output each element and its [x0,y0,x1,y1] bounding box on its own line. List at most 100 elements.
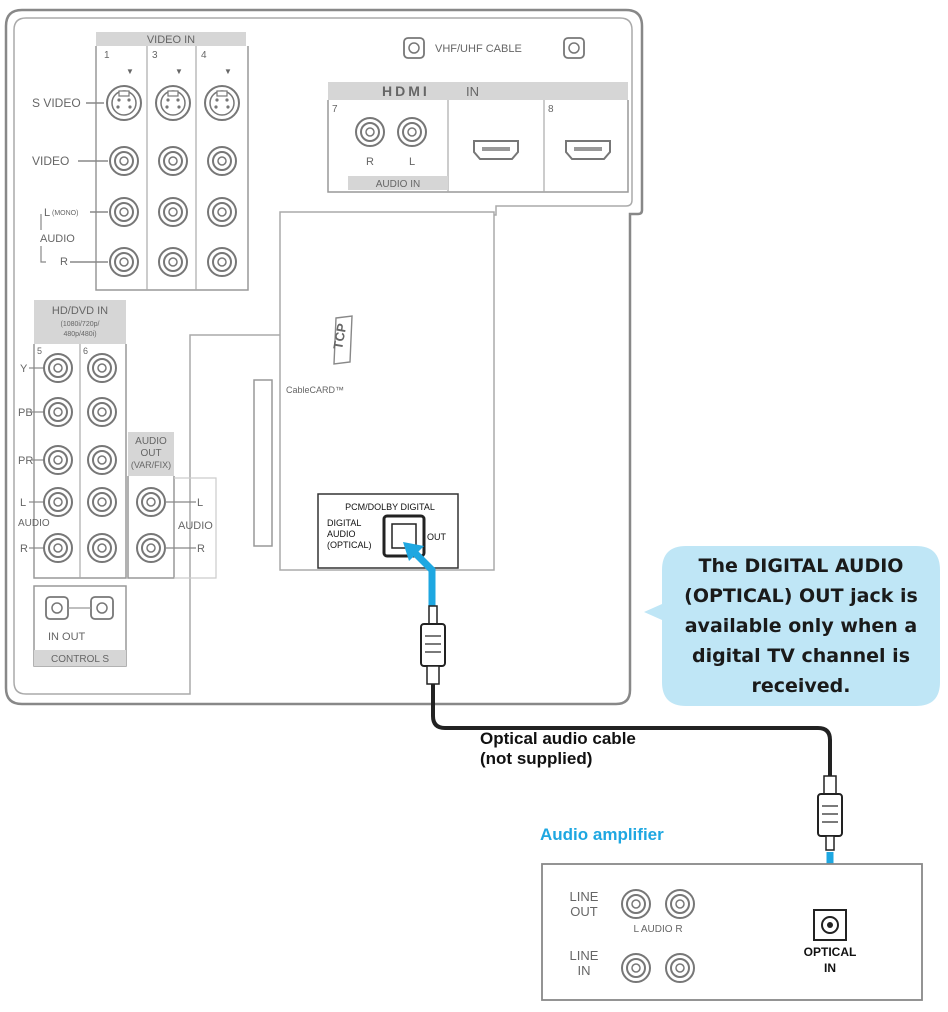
pb-jack-6[interactable] [87,397,117,427]
hdmi-audio-l: L [409,156,415,168]
note-line-1: The DIGITAL AUDIO [699,555,904,577]
optical-in-1: OPTICAL [804,945,857,959]
hdmi-audio-r-jack[interactable] [355,117,385,147]
audio-out-title-1: AUDIO [135,436,167,447]
optical-out-label: OUT [427,532,447,542]
cable-section: VHF/UHF CABLE [403,37,585,59]
hd-dvd-title: HD/DVD IN [52,305,108,317]
hd-audio-l-jack-5[interactable] [43,487,73,517]
optical-in-2: IN [824,961,836,975]
note-line-2: (OPTICAL) OUT jack is [684,585,918,607]
audio-r-label: R [60,256,68,268]
input-1-number: 1 [104,50,110,61]
control-s-in-out: IN OUT [48,631,86,643]
video-jack-1[interactable] [109,146,139,176]
audio-amplifier: LINE OUT L AUDIO R LINE IN OPTICAL IN [541,863,923,1001]
connect-arrow-tv [411,549,436,606]
hdmi-audio-l-jack[interactable] [397,117,427,147]
video-in-title: VIDEO IN [147,34,195,46]
audio-l-jack-3[interactable] [158,197,188,227]
hdmi-logo: HDMI [382,83,430,99]
audio-l-jack-1[interactable] [109,197,139,227]
hd-audio-l-jack-6[interactable] [87,487,117,517]
amplifier-title: Audio amplifier [540,825,664,844]
amp-line-out-l-jack[interactable] [621,889,651,919]
input-3-number: 3 [152,50,158,61]
y-label: Y [20,363,28,375]
hdmi-audio-in-label: AUDIO IN [376,179,420,190]
audio-out-audio-label: AUDIO [178,520,213,532]
video-jack-3[interactable] [158,146,188,176]
s-video-label: S VIDEO [32,96,81,110]
pr-jack-5[interactable] [43,445,73,475]
audio-out-title-3: (VAR/FIX) [131,460,171,470]
note-line-4: digital TV channel is [692,645,910,667]
video-in-section: VIDEO IN 1 3 4 ▼ ▼ ▼ S VIDEO VIDEO L (MO… [32,32,249,291]
input-4-number: 4 [201,50,207,61]
hd-audio-r-jack-6[interactable] [87,533,117,563]
s-video-jack-3[interactable] [155,85,191,121]
cable-label-line-2: (not supplied) [480,749,592,768]
audio-label: AUDIO [40,233,75,245]
optical-cable [431,684,832,776]
mono-label: (MONO) [52,210,78,217]
cablecard-label: CableCARD™ [286,385,344,395]
svg-text:▼: ▼ [126,67,134,76]
hd-l-label: L [20,497,26,509]
amp-audio-lr: L AUDIO R [633,924,682,935]
optical-line-3: (OPTICAL) [327,540,372,550]
hd-dvd-input-5: 5 [37,346,42,356]
vhf-uhf-cable-label: VHF/UHF CABLE [435,43,522,55]
audio-r-jack-1[interactable] [109,247,139,277]
hd-dvd-subtitle-1: (1080i/720p/ [61,321,100,328]
s-video-jack-4[interactable] [204,85,240,121]
hd-audio-label: AUDIO [18,518,50,529]
amp-line-out-r-jack[interactable] [665,889,695,919]
hdmi-input-7: 7 [332,104,338,115]
hd-audio-r-jack-5[interactable] [43,533,73,563]
audio-r-jack-4[interactable] [207,247,237,277]
hd-dvd-input-6: 6 [83,346,88,356]
amp-line-in-l-jack[interactable] [621,953,651,983]
hdmi-section: HDMI IN 7 8 R L AUDIO IN [327,82,629,193]
s-video-jack-1[interactable] [106,85,142,121]
note-callout: The DIGITAL AUDIO (OPTICAL) OUT jack is … [644,546,940,706]
y-jack-5[interactable] [43,353,73,383]
optical-plug-amp [817,775,843,851]
hdmi-port-7[interactable] [473,140,519,160]
optical-line-2: AUDIO [327,529,356,539]
line-out-2: OUT [570,904,598,919]
audio-out-l-label: L [197,497,203,509]
svg-text:TCP: TCP [330,322,349,351]
optical-line-1: DIGITAL [327,518,361,528]
pr-jack-6[interactable] [87,445,117,475]
video-label: VIDEO [32,154,69,168]
hdmi-in-label: IN [466,84,479,99]
audio-out-title-2: OUT [140,448,161,459]
audio-r-jack-3[interactable] [158,247,188,277]
amp-line-in-r-jack[interactable] [665,953,695,983]
line-out-1: LINE [570,889,599,904]
audio-out-r-jack[interactable] [136,533,166,563]
audio-out-l-jack[interactable] [136,487,166,517]
pr-label: PR [18,455,33,467]
video-jack-4[interactable] [207,146,237,176]
optical-out-section: PCM/DOLBY DIGITAL DIGITAL AUDIO (OPTICAL… [317,493,459,569]
audio-l-jack-4[interactable] [207,197,237,227]
hdmi-port-8[interactable] [565,140,611,160]
note-line-3: available only when a [685,615,918,637]
hd-dvd-subtitle-2: 480p/480i) [63,331,96,338]
pb-jack-5[interactable] [43,397,73,427]
line-in-1: LINE [570,948,599,963]
note-line-5: received. [751,675,850,697]
hd-dvd-section: HD/DVD IN (1080i/720p/ 480p/480i) 5 6 Y … [18,300,127,579]
control-s-section: IN OUT CONTROL S [33,585,127,667]
y-jack-6[interactable] [87,353,117,383]
audio-out-section: AUDIO OUT (VAR/FIX) L AUDIO R [127,432,217,579]
svg-text:▼: ▼ [224,67,232,76]
audio-out-r-label: R [197,543,205,555]
hdmi-input-8: 8 [548,104,554,115]
optical-plug-tv [420,605,446,685]
optical-header: PCM/DOLBY DIGITAL [345,502,435,512]
